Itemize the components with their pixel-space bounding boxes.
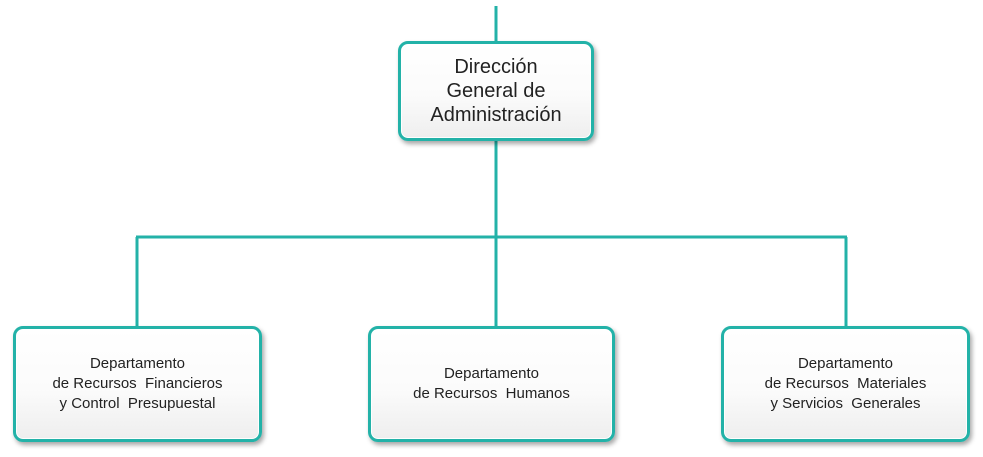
- node-label: Departamento de Recursos Humanos: [413, 364, 570, 404]
- node-label-line: Dirección: [454, 56, 538, 78]
- node-direccion-general: Dirección General de Administración: [398, 41, 594, 141]
- node-label-line: Administración: [430, 104, 562, 126]
- node-label: Departamento de Recursos Financieros y C…: [52, 354, 222, 414]
- node-label-line: de Recursos Materiales: [764, 375, 927, 392]
- node-label: Dirección General de Administración: [430, 55, 561, 127]
- node-recursos-financieros: Departamento de Recursos Financieros y C…: [13, 326, 262, 442]
- node-label-line: General de: [446, 80, 546, 102]
- node-label: Departamento de Recursos Materiales y Se…: [765, 354, 927, 414]
- node-recursos-humanos: Departamento de Recursos Humanos: [368, 326, 615, 442]
- node-recursos-materiales: Departamento de Recursos Materiales y Se…: [721, 326, 970, 442]
- node-label-line: y Control Presupuestal: [59, 395, 216, 412]
- node-label-line: de Recursos Financieros: [52, 375, 223, 392]
- node-label-line: de Recursos Humanos: [413, 385, 570, 402]
- node-label-line: Departamento: [797, 355, 894, 372]
- node-label-line: Departamento: [443, 365, 540, 382]
- node-label-line: y Servicios Generales: [770, 395, 921, 412]
- node-label-line: Departamento: [89, 355, 186, 372]
